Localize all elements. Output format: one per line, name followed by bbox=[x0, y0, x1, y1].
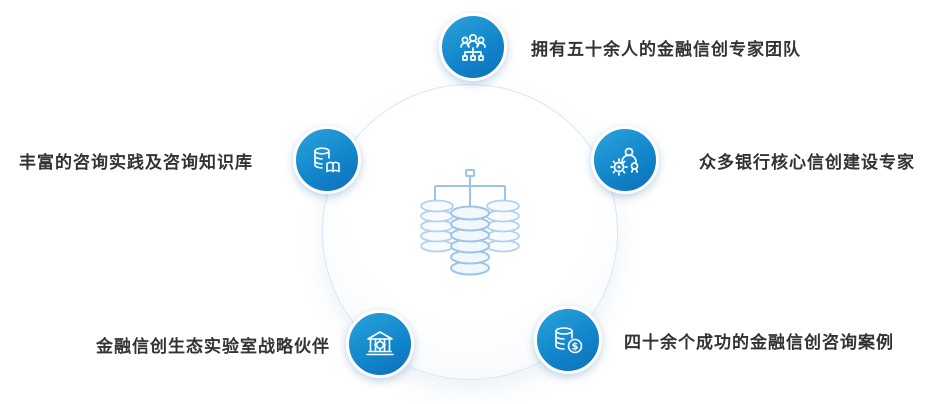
laboratory-building-icon bbox=[346, 310, 414, 378]
feature-label: 丰富的咨询实践及咨询知识库 bbox=[19, 152, 253, 173]
feature-label: 拥有五十余人的金融信创专家团队 bbox=[531, 39, 801, 60]
feature-item-partner: 金融信创生态实验室战略伙伴 bbox=[96, 310, 414, 378]
team-orgchart-icon bbox=[439, 13, 507, 81]
engineer-award-gear-icon bbox=[591, 126, 659, 194]
feature-item-experts: 众多银行核心信创建设专家 bbox=[591, 126, 915, 194]
feature-label: 众多银行核心信创建设专家 bbox=[699, 152, 915, 173]
feature-label: 四十余个成功的金融信创咨询案例 bbox=[624, 332, 894, 353]
feature-item-team: 拥有五十余人的金融信创专家团队 bbox=[439, 13, 801, 81]
feature-label: 金融信创生态实验室战略伙伴 bbox=[96, 336, 330, 357]
database-cluster-icon bbox=[420, 169, 520, 276]
svg-text:$: $ bbox=[572, 342, 579, 353]
feature-item-cases: $ 四十余个成功的金融信创咨询案例 bbox=[534, 306, 894, 374]
coins-dollar-icon: $ bbox=[534, 306, 602, 374]
feature-item-knowledge: 丰富的咨询实践及咨询知识库 bbox=[19, 126, 361, 194]
database-book-icon bbox=[293, 126, 361, 194]
